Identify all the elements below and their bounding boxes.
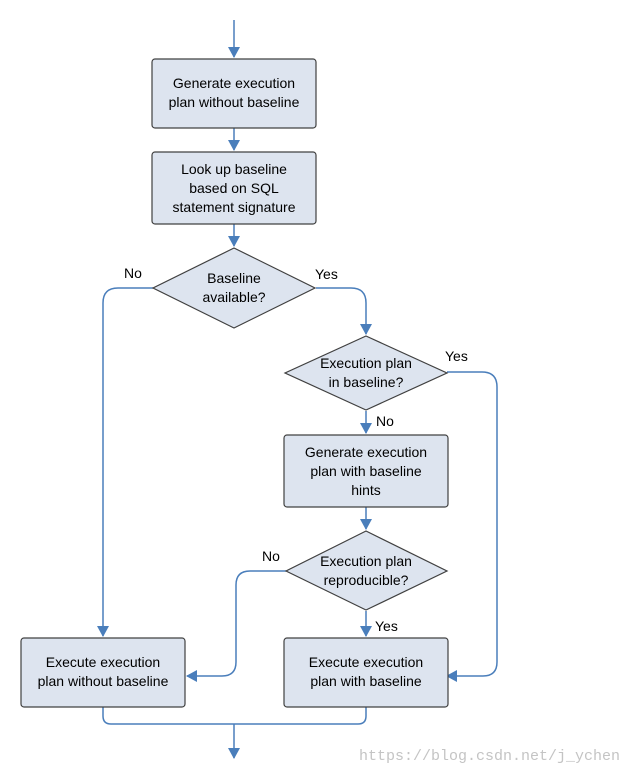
edge-label-in-baseline-yes: Yes [445,348,468,364]
node-generate-with-hints: Generate execution plan with baseline hi… [283,434,449,508]
node-execute-without-baseline-line-2: plan without baseline [38,673,169,689]
node-generate-plan: Generate execution plan without baseline [151,58,317,129]
node-execute-with-baseline-line-2: plan with baseline [310,673,422,689]
decision-plan-reproducible: Execution plan reproducible? [284,530,449,611]
node-generate-with-hints-line-2: plan with baseline [310,463,422,479]
decision-baseline-available-line-1: Baseline [207,270,261,286]
node-generate-plan-line-2: plan without baseline [169,94,300,110]
node-generate-with-hints-line-1: Generate execution [305,444,427,460]
node-execute-with-baseline: Execute execution plan with baseline [283,637,449,708]
node-generate-plan-line-1: Generate execution [173,75,295,91]
node-lookup-baseline-line-2: based on SQL [189,180,279,196]
edge-label-in-baseline-no: No [376,413,394,429]
decision-plan-in-baseline: Execution plan in baseline? [283,335,449,411]
node-execute-without-baseline-line-1: Execute execution [46,654,160,670]
edge-merge [102,707,367,725]
decision-baseline-available: Baseline available? [151,247,317,329]
decision-plan-in-baseline-line-2: in baseline? [329,374,404,390]
edges [97,20,498,759]
node-lookup-baseline-line-1: Look up baseline [181,161,287,177]
edge-label-reproducible-yes: Yes [375,618,398,634]
decision-plan-reproducible-line-1: Execution plan [320,553,412,569]
nodes: Generate execution plan without baseline… [20,58,449,708]
edge-label-reproducible-no: No [262,548,280,564]
decision-plan-reproducible-line-2: reproducible? [324,572,409,588]
node-execute-without-baseline: Execute execution plan without baseline [20,637,186,708]
node-lookup-baseline-line-3: statement signature [173,199,296,215]
decision-plan-in-baseline-line-1: Execution plan [320,355,412,371]
node-execute-with-baseline-line-1: Execute execution [309,654,423,670]
watermark: https://blog.csdn.net/j_ychen [358,748,620,765]
edge-baseline-yes [316,287,372,335]
edge-labels: No Yes Yes No No Yes [124,265,468,634]
edge-baseline-no [97,287,153,637]
edge-label-baseline-yes: Yes [315,266,338,282]
node-lookup-baseline: Look up baseline based on SQL statement … [151,151,317,225]
edge-reproducible-no [186,570,286,682]
node-generate-with-hints-line-3: hints [351,482,381,498]
decision-baseline-available-line-2: available? [202,289,265,305]
edge-in-baseline-yes [446,371,498,682]
edge-label-baseline-no: No [124,265,142,281]
